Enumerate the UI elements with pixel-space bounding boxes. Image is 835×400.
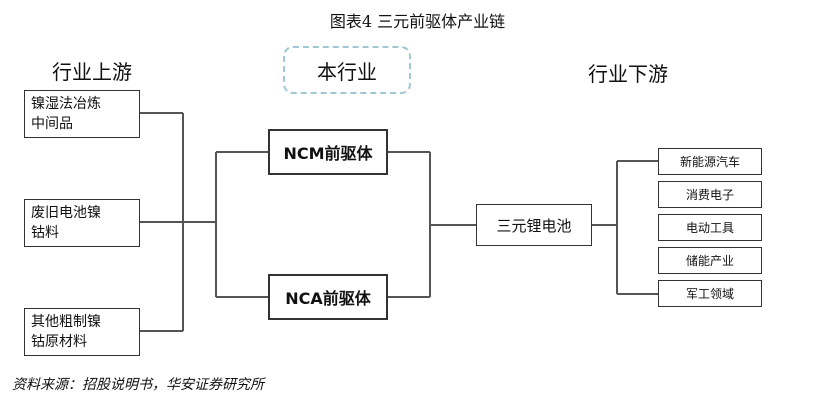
downstream-item-label: 新能源汽车 (679, 155, 740, 169)
upstream-item: 镍湿法冶炼 中间品 (24, 90, 140, 138)
figure-title: 图表4 三元前驱体产业链 (329, 12, 506, 31)
middle-item: NCM前驱体 (268, 129, 388, 175)
downstream-item: 电动工具 (658, 214, 762, 241)
upstream-item-line2: 钴原材料 (31, 334, 87, 350)
middle-header: 本行业 (317, 59, 377, 84)
downstream-item: 储能产业 (658, 247, 762, 274)
upstream-item: 其他粗制镍 钴原材料 (24, 308, 140, 356)
downstream-item-label: 消费电子 (685, 188, 734, 202)
center-item: 三元锂电池 (476, 204, 592, 246)
downstream-item-label: 电动工具 (685, 221, 734, 235)
downstream-item: 新能源汽车 (658, 148, 762, 175)
middle-item-label: NCA前驱体 (285, 289, 371, 308)
middle-item-label: NCM前驱体 (283, 144, 373, 163)
downstream-header: 行业下游 (588, 62, 668, 86)
upstream-item-line2: 中间品 (31, 116, 73, 132)
upstream-item-line1: 镍湿法冶炼 (31, 96, 101, 112)
upstream-header: 行业上游 (52, 60, 132, 84)
downstream-item: 消费电子 (658, 181, 762, 208)
upstream-item-line1: 废旧电池镍 (31, 205, 101, 221)
downstream-item-label: 储能产业 (685, 254, 734, 268)
upstream-item-line2: 钴料 (31, 225, 59, 241)
middle-header-box: 本行业 (283, 46, 411, 94)
downstream-item-label: 军工领域 (685, 287, 734, 301)
center-item-label: 三元锂电池 (496, 216, 572, 235)
source-note: 资料来源：招股说明书，华安证券研究所 (12, 377, 264, 393)
upstream-item: 废旧电池镍 钴料 (24, 199, 140, 247)
middle-item: NCA前驱体 (268, 274, 388, 320)
downstream-item: 军工领域 (658, 280, 762, 307)
upstream-item-line1: 其他粗制镍 (31, 314, 101, 330)
